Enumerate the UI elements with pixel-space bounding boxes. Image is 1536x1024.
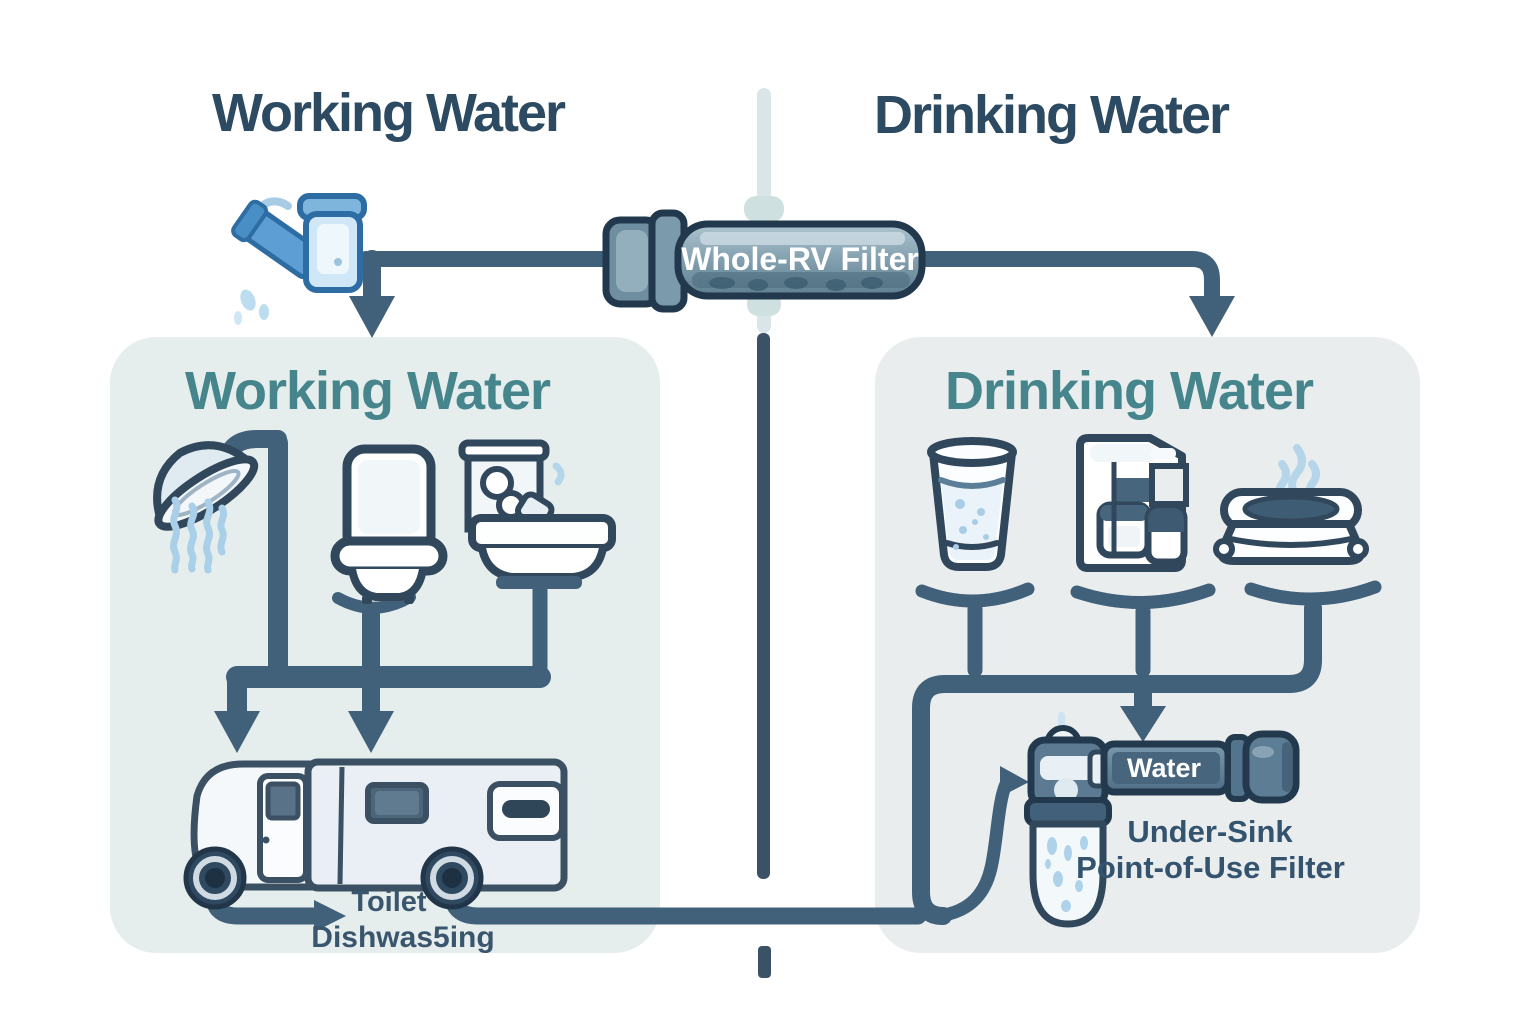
rv-wheel (183, 846, 247, 910)
faucet-icon (231, 193, 367, 325)
coffee-maker-icon (1076, 434, 1189, 572)
under-sink-caption-line2: Point-of-Use Filter (1076, 850, 1345, 885)
working-panel-heading: Working Water (185, 361, 551, 421)
drinking-panel-heading: Drinking Water (945, 361, 1314, 421)
shower-head-icon (153, 441, 259, 574)
water-glass-icon (927, 437, 1017, 571)
under-sink-filter-icon (1024, 712, 1300, 928)
pet-bowl-icon (1213, 444, 1369, 565)
rv-camper-icon (183, 758, 568, 910)
whole-rv-filter-label: Whole-RV Filter (681, 241, 919, 277)
dishwashing-sink-icon (458, 439, 616, 589)
dishwashing-label: Dishwas5ing (311, 921, 495, 954)
under-sink-caption-line1: Under-Sink (1127, 814, 1293, 849)
whole-rv-filter-capsule (602, 209, 926, 313)
drinking-water-title: Drinking Water (874, 85, 1230, 145)
rv-wheel (420, 846, 484, 910)
toilet-label: Toilet (351, 886, 427, 918)
water-pipe-label: Water (1126, 753, 1201, 783)
toilet-icon (330, 444, 448, 604)
working-water-title: Working Water (212, 83, 566, 143)
